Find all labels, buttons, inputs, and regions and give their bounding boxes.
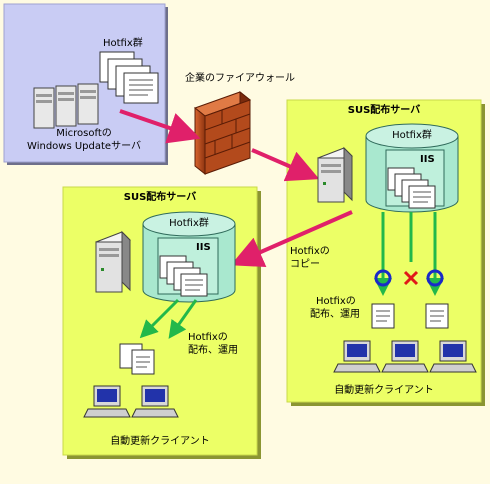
- sus-left-dist-line2: 配布、運用: [188, 345, 238, 356]
- dist-arrow-left-2: [168, 299, 198, 339]
- sus-left-iis-label: IIS: [196, 242, 211, 253]
- sus-left-clients-label: 自動更新クライアント: [110, 436, 210, 447]
- sus-left-title: SUS配布サーバ: [123, 192, 197, 203]
- firewall-label: 企業のファイアウォール: [185, 73, 295, 84]
- dist-arrow-left-1: [139, 298, 180, 339]
- ms-caption-line1: Microsoftの: [56, 128, 112, 139]
- client-pc-icon-l1: [83, 385, 131, 418]
- ms-hotfix-documents: [99, 51, 159, 104]
- sus-left-hotfix-docs: [159, 255, 208, 297]
- firewall-icon: [193, 90, 252, 176]
- client-pc-icon-r3: [429, 340, 477, 373]
- sus-left-dist-line1: Hotfixの: [188, 332, 228, 343]
- sus-right-server-icon: [317, 146, 353, 203]
- sus-right-title: SUS配布サーバ: [347, 105, 421, 116]
- ms-caption-line2: Windows Updateサーバ: [27, 141, 141, 152]
- ok-mark-icon-2: [426, 269, 444, 287]
- ok-mark-icon: [374, 269, 392, 287]
- arrow-copy-to-left-sus: [230, 210, 353, 268]
- sus-right-hotfix-docs: [387, 167, 436, 209]
- arrow-microsoft-to-firewall: [119, 109, 201, 144]
- ng-mark-icon: [403, 270, 419, 286]
- copy-label-line2: コピー: [290, 259, 320, 270]
- sus-left-cylinder-label: Hotfix群: [169, 218, 209, 229]
- sus-right-iis-label: IIS: [420, 154, 435, 165]
- sus-left-server-icon: [95, 230, 131, 293]
- copy-label-line1: Hotfixの: [290, 246, 330, 257]
- sus-right-dist-line1: Hotfixの: [316, 296, 356, 307]
- sus-right-cylinder-label: Hotfix群: [392, 130, 432, 141]
- arrow-firewall-to-sus: [251, 148, 320, 182]
- sus-left-docs: [119, 343, 155, 375]
- sus-right-doc-1: [371, 303, 395, 329]
- client-pc-icon-l2: [131, 385, 179, 418]
- sus-right-clients-label: 自動更新クライアント: [334, 385, 434, 396]
- sus-right-dist-line2: 配布、運用: [310, 309, 360, 320]
- client-pc-icon-r1: [333, 340, 381, 373]
- ms-server-group: [33, 83, 99, 129]
- sus-right-doc-2: [425, 303, 449, 329]
- client-pc-icon-r2: [381, 340, 429, 373]
- ms-hotfix-label: Hotfix群: [103, 38, 143, 49]
